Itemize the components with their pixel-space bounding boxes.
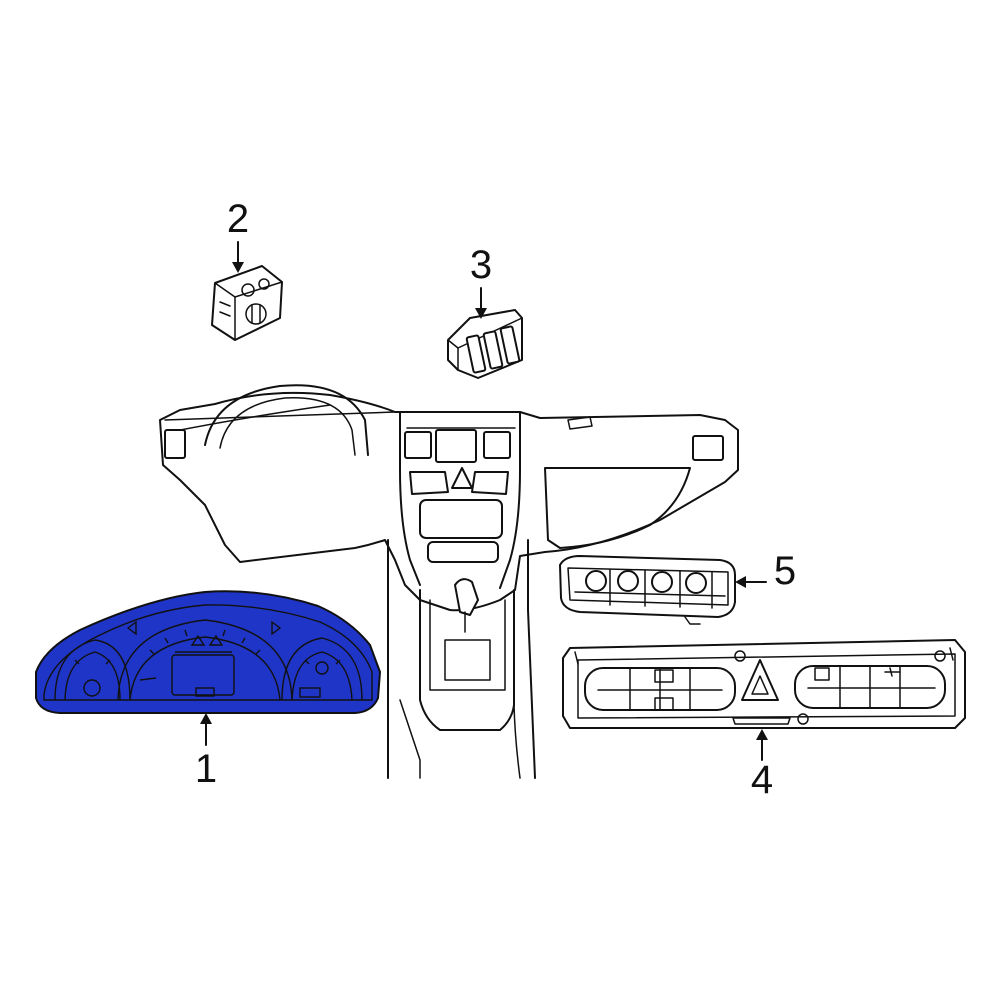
instrument-cluster-part	[35, 590, 382, 714]
callout-number-3: 3	[470, 243, 492, 287]
callout-arrow-3	[475, 287, 487, 319]
headlamp-switch-part	[211, 265, 283, 341]
callout-number-4: 4	[751, 758, 773, 802]
climate-control-part	[559, 555, 736, 625]
callout-arrows	[200, 241, 768, 761]
callout-number-1: 1	[195, 747, 217, 791]
callout-number-5: 5	[774, 549, 796, 593]
dashboard-assembly	[159, 384, 739, 779]
callout-arrow-5	[735, 576, 767, 588]
callout-arrow-1	[200, 713, 212, 746]
center-switch-panel-part	[562, 639, 966, 729]
window-switch-part	[447, 309, 523, 379]
callout-arrow-2	[232, 241, 244, 273]
callout-arrow-4	[756, 729, 768, 761]
callout-number-2: 2	[227, 197, 249, 241]
